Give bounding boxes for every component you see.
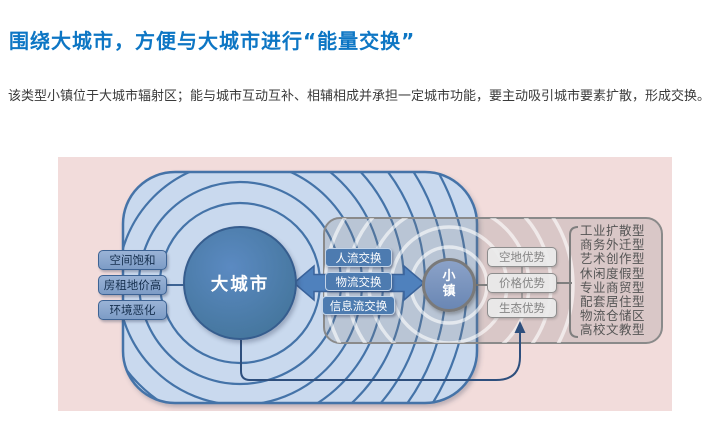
town-type-item: 工业扩散型 (580, 223, 646, 238)
town-type-item: 高校文教型 (580, 322, 646, 338)
exchange-box-logistics: 物流交换 (325, 272, 392, 291)
big-city-circle: 大城市 (183, 226, 297, 340)
town-types-list: 工业扩散型 商务外迁型 艺术创作型 休闲度假型 专业商贸型 配套居住型 物流仓储… (580, 223, 646, 338)
town-circle: 小镇 (422, 258, 476, 312)
city-to-eco-connector (240, 331, 521, 381)
town-type-item: 物流仓储区 (580, 308, 646, 324)
pressure-box-space: 空间饱和 (98, 250, 167, 270)
town-type-item: 艺术创作型 (580, 251, 646, 267)
town-types-bracket (569, 226, 579, 338)
town-label: 小镇 (442, 269, 456, 299)
advantage-box-price: 价格优势 (487, 273, 557, 293)
page-body: 该类型小镇位于大城市辐射区；能与城市互动互补、相辅相成并承担一定城市功能，要主动… (8, 89, 711, 104)
pressure-box-rent: 房租地价高 (98, 275, 167, 295)
town-type-item: 休闲度假型 (580, 265, 646, 281)
big-city-label: 大城市 (210, 274, 270, 295)
town-type-item: 商务外迁型 (580, 237, 646, 253)
pressure-box-environment: 环境恶化 (98, 300, 167, 320)
diagram-panel: 空间饱和 房租地价高 环境恶化 大城市 人流交换 物流交换 信息流交换 小镇 空… (58, 157, 672, 411)
town-type-item: 专业商贸型 (580, 279, 646, 295)
town-type-item: 配套居住型 (580, 294, 646, 310)
exchange-box-information: 信息流交换 (322, 296, 395, 315)
page-title: 围绕大城市，方便与大城市进行“能量交换” (9, 29, 416, 53)
connector-arrowhead-icon (514, 321, 526, 333)
advantage-box-land: 空地优势 (487, 247, 557, 267)
exchange-box-people: 人流交换 (325, 248, 392, 267)
advantage-box-ecology: 生态优势 (487, 298, 557, 318)
